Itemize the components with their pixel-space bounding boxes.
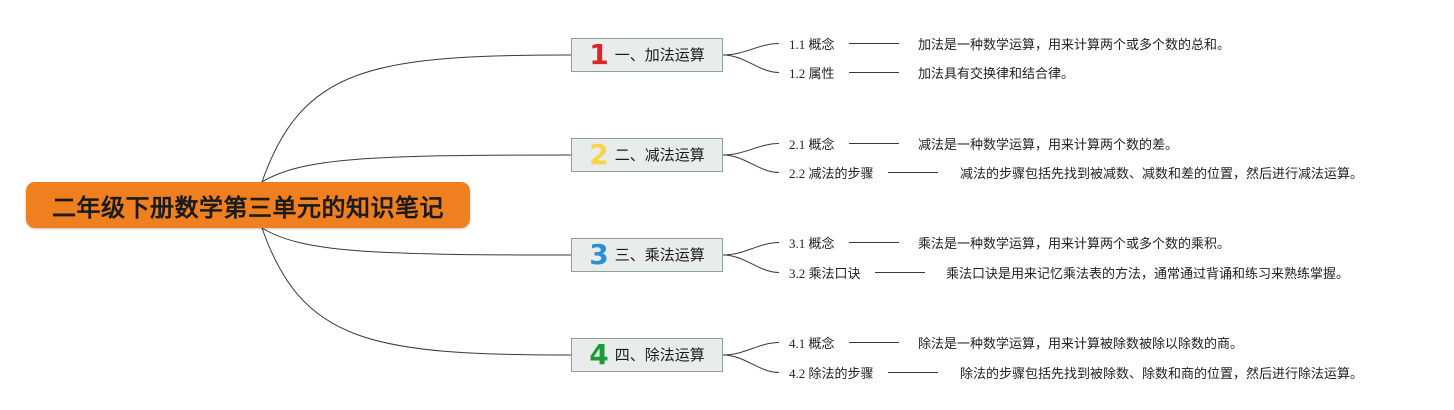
branch-leaf-connector (722, 242, 780, 256)
branch-label: 一、加法运算 (614, 45, 705, 64)
subtopic-label[interactable]: 1.2 属性 (789, 66, 835, 81)
subtopic-description[interactable]: 减法是一种数学运算，用来计算两个数的差。 (918, 137, 1179, 152)
number-2-icon: 2 (589, 138, 609, 171)
subtopic-description[interactable]: 除法是一种数学运算，用来计算被除数被除以除数的商。 (918, 336, 1244, 351)
branch-label: 四、除法运算 (614, 345, 705, 364)
subtopic-description[interactable]: 除法的步骤包括先找到被除数、除数和商的位置，然后进行除法运算。 (960, 366, 1364, 381)
subtopic-label[interactable]: 2.1 概念 (789, 137, 835, 152)
subtopic-description[interactable]: 减法的步骤包括先找到被减数、减数和差的位置，然后进行减法运算。 (960, 166, 1364, 181)
subtopic-description[interactable]: 加法具有交换律和结合律。 (918, 66, 1075, 81)
root-branch-connector (261, 227, 572, 256)
number-1-icon: 1 (589, 38, 609, 71)
branch-leaf-connector (722, 354, 780, 373)
root-branch-connector (261, 154, 572, 183)
branch-leaf-connector (722, 54, 780, 73)
branch-multiplication[interactable]: 3 三、乘法运算 (571, 238, 723, 272)
branch-leaf-connector (722, 43, 780, 56)
number-3-icon: 3 (589, 238, 609, 271)
branch-leaf-connector (722, 254, 780, 273)
subtopic-label[interactable]: 2.2 减法的步骤 (789, 166, 874, 181)
branch-leaf-connector (722, 143, 780, 156)
root-topic[interactable]: 二年级下册数学第三单元的知识笔记 (26, 182, 470, 228)
branch-leaf-connector (722, 154, 780, 173)
subtopic-label[interactable]: 1.1 概念 (789, 37, 835, 52)
subtopic-description[interactable]: 乘法口诀是用来记忆乘法表的方法，通常通过背诵和练习来熟练掌握。 (946, 266, 1350, 281)
subtopic-description[interactable]: 乘法是一种数学运算，用来计算两个或多个数的乘积。 (918, 236, 1231, 251)
subtopic-description[interactable]: 加法是一种数学运算，用来计算两个或多个数的总和。 (918, 37, 1231, 52)
subtopic-label[interactable]: 4.1 概念 (789, 336, 835, 351)
subtopic-label[interactable]: 3.2 乘法口诀 (789, 266, 861, 281)
branch-subtraction[interactable]: 2 二、减法运算 (571, 138, 723, 172)
branch-label: 二、减法运算 (614, 145, 705, 164)
branch-label: 三、乘法运算 (614, 245, 705, 264)
root-branch-connector (261, 227, 572, 356)
number-4-icon: 4 (589, 338, 609, 371)
branch-division[interactable]: 4 四、除法运算 (571, 338, 723, 372)
branch-addition[interactable]: 1 一、加法运算 (571, 38, 723, 72)
branch-leaf-connector (722, 342, 780, 356)
root-branch-connector (261, 54, 572, 183)
subtopic-label[interactable]: 4.2 除法的步骤 (789, 366, 874, 381)
subtopic-label[interactable]: 3.1 概念 (789, 236, 835, 251)
